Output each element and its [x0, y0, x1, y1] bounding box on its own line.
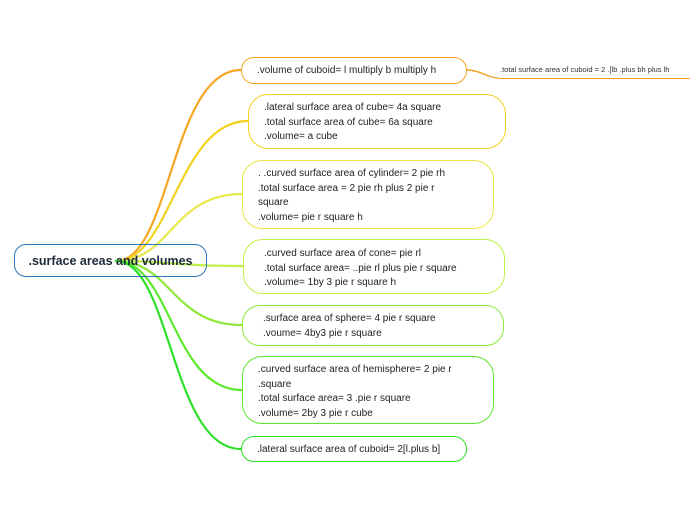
connector-cuboid-volume	[114, 68, 243, 263]
subtopic-underline	[498, 78, 690, 79]
topic-cube[interactable]: .lateral surface area of cube= 4a square…	[248, 94, 506, 149]
topic-cone[interactable]: .curved surface area of cone= pie rl .to…	[243, 239, 505, 294]
subtopic-cuboid-total[interactable]: .total surface area of cuboid = 2 .[lb .…	[500, 65, 670, 74]
topic-cylinder[interactable]: . .curved surface area of cylinder= 2 pi…	[242, 160, 494, 229]
topic-cuboid-lateral[interactable]: .lateral surface area of cuboid= 2[l.plu…	[241, 436, 467, 462]
connector-hemisphere	[114, 259, 244, 392]
connector-cylinder	[114, 192, 244, 263]
connector-cube	[114, 119, 250, 263]
topic-cuboid-volume[interactable]: .volume of cuboid= l multiply b multiply…	[241, 57, 467, 84]
connector-cone	[114, 259, 245, 268]
topic-sphere[interactable]: .surface area of sphere= 4 pie r square …	[242, 305, 504, 346]
topic-hemisphere[interactable]: .curved surface area of hemisphere= 2 pi…	[242, 356, 494, 424]
connector-cuboid-lateral	[114, 259, 243, 451]
connector-sphere	[114, 259, 244, 327]
central-topic[interactable]: .surface areas and volumes	[14, 244, 207, 277]
connector-subtopic	[466, 69, 499, 79]
